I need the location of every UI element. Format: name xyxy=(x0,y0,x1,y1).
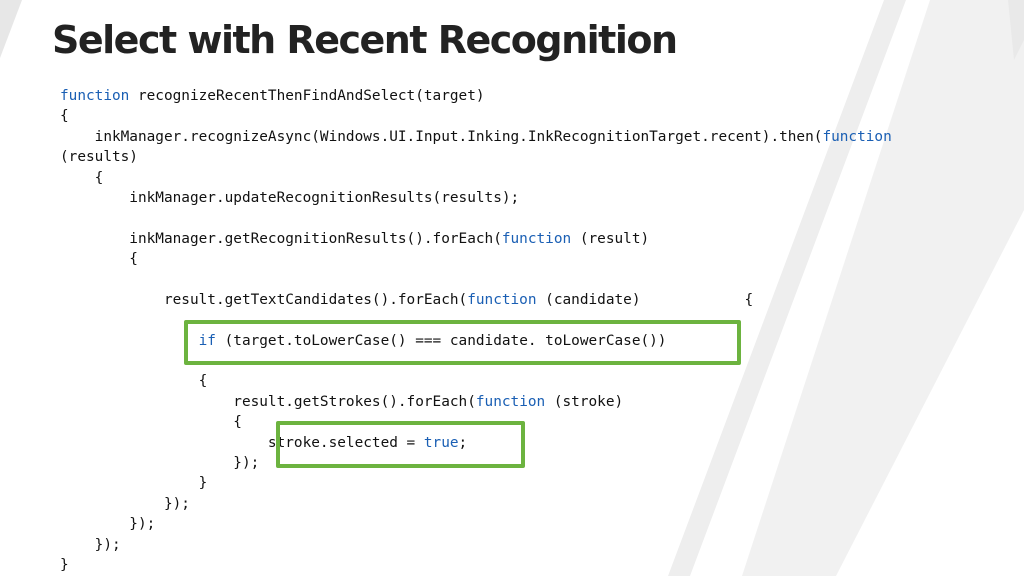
code-line: { xyxy=(60,249,892,269)
code-line: } xyxy=(60,473,892,493)
code-text: { xyxy=(60,373,208,390)
code-line: } xyxy=(60,555,892,575)
code-text: (stroke) xyxy=(545,393,624,410)
code-keyword: function xyxy=(475,393,546,410)
code-line: { xyxy=(60,371,892,391)
code-text: (results) xyxy=(60,149,138,166)
code-text: stroke.selected = xyxy=(60,434,424,451)
code-line: result.getTextCandidates().forEach(funct… xyxy=(60,290,892,310)
code-line xyxy=(60,310,892,330)
code-line xyxy=(60,351,892,371)
code-text: }); xyxy=(60,536,121,553)
code-line: }); xyxy=(60,514,892,534)
code-text: (result) xyxy=(571,230,650,247)
code-line: function recognizeRecentThenFindAndSelec… xyxy=(60,86,892,106)
code-text: { xyxy=(60,169,104,186)
code-text: (target.toLowerCase() === candidate. toL… xyxy=(215,332,667,349)
code-line: if (target.toLowerCase() === candidate. … xyxy=(60,331,892,351)
code-keyword: function xyxy=(822,128,892,145)
code-text: } xyxy=(60,475,208,492)
code-text: inkManager.updateRecognitionResults(resu… xyxy=(60,189,520,206)
code-text: { xyxy=(60,414,242,431)
code-keyword: function xyxy=(501,230,572,247)
code-text: ; xyxy=(458,434,468,451)
code-keyword: function xyxy=(467,291,537,308)
code-text: result.getTextCandidates().forEach( xyxy=(60,291,468,308)
code-line: result.getStrokes().forEach(function (st… xyxy=(60,392,892,412)
code-line: (results) xyxy=(60,147,892,167)
code-keyword: if xyxy=(198,332,216,349)
code-line: { xyxy=(60,412,892,432)
code-keyword: function xyxy=(60,88,130,104)
code-line: inkManager.getRecognitionResults().forEa… xyxy=(60,229,892,249)
code-line: inkManager.recognizeAsync(Windows.UI.Inp… xyxy=(60,127,892,147)
code-text: { xyxy=(60,108,69,125)
code-text: } xyxy=(60,556,69,573)
code-line xyxy=(60,208,892,228)
code-text: }); xyxy=(60,516,156,533)
code-text: }); xyxy=(60,495,190,512)
code-text: (candidate) { xyxy=(536,291,754,308)
code-line: stroke.selected = true; xyxy=(60,433,892,453)
code-line xyxy=(60,270,892,290)
code-text: }); xyxy=(60,455,260,472)
code-line: }); xyxy=(60,494,892,514)
code-line: { xyxy=(60,168,892,188)
code-line: }); xyxy=(60,535,892,555)
code-line: }); xyxy=(60,453,892,473)
code-text: result.getStrokes().forEach( xyxy=(60,393,476,410)
code-block: function recognizeRecentThenFindAndSelec… xyxy=(60,86,892,575)
code-text: inkManager.getRecognitionResults().forEa… xyxy=(60,230,502,247)
code-text: { xyxy=(60,251,138,268)
code-text: recognizeRecentThenFindAndSelect(target) xyxy=(129,88,485,104)
code-line: inkManager.updateRecognitionResults(resu… xyxy=(60,188,892,208)
code-keyword: true xyxy=(423,434,459,451)
code-text: inkManager.recognizeAsync(Windows.UI.Inp… xyxy=(60,128,823,145)
code-text xyxy=(60,333,199,349)
code-line: { xyxy=(60,106,892,126)
slide-title: Select with Recent Recognition xyxy=(52,18,678,62)
